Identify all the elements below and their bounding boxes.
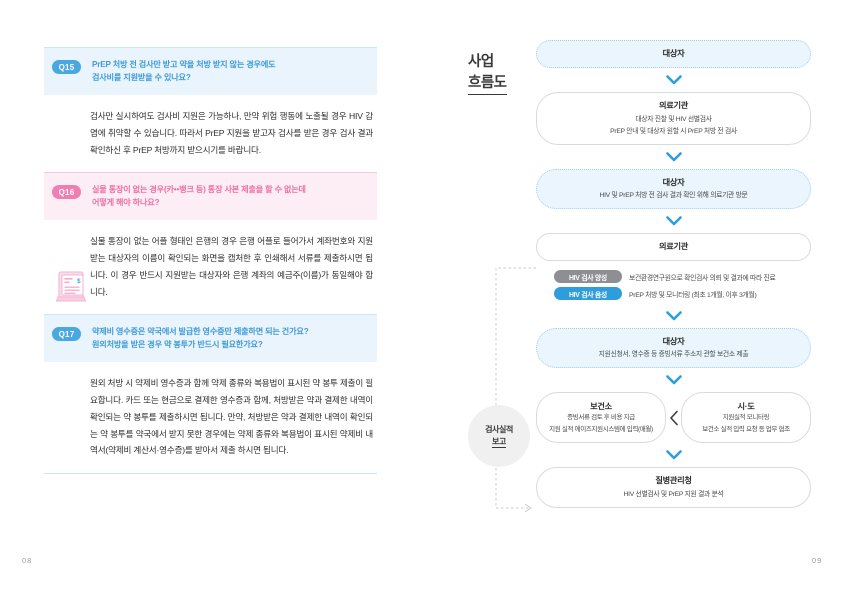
chevron-down-icon <box>536 443 811 467</box>
node-line: PrEP 안내 및 대상자 원할 시 PrEP 처방 전 검사 <box>610 127 737 135</box>
question-line: PrEP 처방 전 검사만 받고 약을 처방 받지 않는 경우에도 <box>92 60 276 69</box>
flow-title: 사업 흐름도 <box>468 52 507 96</box>
flow-node-health-center: 보건소 증빙서류 검토 후 비용 지급 지원 실적 에이즈지원시스템에 입력(매… <box>536 392 666 444</box>
svg-text:$: $ <box>77 278 81 285</box>
chevron-down-icon <box>536 209 811 233</box>
node-line: 보건소 실적 입력 요청 등 업무 협조 <box>702 425 790 433</box>
faq-item-q16: Q16 실물 통장이 없는 경우(카••뱅크 등) 통장 사본 제출을 할 수 … <box>44 172 377 314</box>
question-line: 원외처방을 받은 경우 약 봉투가 반드시 필요한가요? <box>92 339 263 349</box>
report-circle-line1: 검사실적 <box>485 424 513 434</box>
faq-list: Q15 PrEP 처방 전 검사만 받고 약을 처방 받지 않는 경우에도 검사… <box>44 47 377 475</box>
faq-answer-q15: 검사만 실시하여도 검사비 지원은 가능하나, 만약 위험 행동에 노출될 경우… <box>44 95 377 172</box>
flow-column: 대상자 의료기관 대상자 진찰 및 HIV 선별검사 PrEP 안내 및 대상자… <box>536 40 811 508</box>
node-title: 대상자 <box>662 49 685 58</box>
divider <box>44 47 377 48</box>
flow-title-line2: 흐름도 <box>468 73 507 96</box>
flow-node-city-province: 시·도 지원실적 모니터링 보건소 실적 입력 요청 등 업무 협조 <box>681 392 811 444</box>
node-line: 증빙서류 검토 후 비용 지급 <box>567 414 635 422</box>
question-text-q15: PrEP 처방 전 검사만 받고 약을 처방 받지 않는 경우에도 검사비를 지… <box>92 59 276 84</box>
chevron-down-icon <box>536 304 811 328</box>
flow-node-medical-institution-2: 의료기관 <box>536 232 811 262</box>
node-line: 지원신청서, 영수증 등 증빙서류 주소지 관할 보건소 제출 <box>598 351 749 359</box>
flow-node-target-2: 대상자 HIV 및 PrEP 처방 전 검사 결과 확인 위해 의료기관 방문 <box>536 168 811 209</box>
question-line: 약제비 영수증은 약국에서 발급한 영수증만 제출하면 되는 건가요? <box>92 327 309 337</box>
report-circle-line2: 보고 <box>492 436 506 449</box>
faq-item-q15: Q15 PrEP 처방 전 검사만 받고 약을 처방 받지 않는 경우에도 검사… <box>44 47 377 172</box>
question-badge-q15: Q15 <box>52 60 81 74</box>
status-badge-hiv-positive: HIV 검사 양성 <box>554 270 622 284</box>
flow-node-medical-institution-1: 의료기관 대상자 진찰 및 HIV 선별검사 PrEP 안내 및 대상자 원할 … <box>536 92 811 145</box>
test-result-text: PrEP 처방 및 모니터링 (최초 1개월, 이후 3개월) <box>629 291 757 299</box>
flow-title-line1: 사업 <box>468 54 494 70</box>
question-text-q17: 약제비 영수증은 약국에서 발급한 영수증만 제출하면 되는 건가요? 원외처방… <box>92 326 309 351</box>
node-line: 대상자 진찰 및 HIV 선별검사 <box>635 115 712 123</box>
faq-answer-q16: $ 실물 통장이 없는 어플 형태인 은행의 경우 은행 어플로 들어가서 계좌… <box>44 220 377 314</box>
faq-question-header-q16: Q16 실물 통장이 없는 경우(카••뱅크 등) 통장 사본 제출을 할 수 … <box>44 173 377 221</box>
answer-text: 검사만 실시하여도 검사비 지원은 가능하나, 만약 위험 행동에 노출될 경우… <box>90 111 373 155</box>
divider <box>44 473 377 475</box>
page-number-right: 09 <box>812 556 823 565</box>
flow-node-target-1: 대상자 <box>536 40 811 69</box>
flow-node-kdca: 질병관리청 HIV 선별검사 및 PrEP 지원 결과 분석 <box>536 467 811 508</box>
node-line: HIV 및 PrEP 처방 전 검사 결과 확인 위해 의료기관 방문 <box>599 191 748 199</box>
node-title: 보건소 <box>590 402 612 412</box>
flow-pair-row: 보건소 증빙서류 검토 후 비용 지급 지원 실적 에이즈지원시스템에 입력(매… <box>536 392 811 444</box>
report-circle: 검사실적 보고 <box>468 405 530 467</box>
flow-node-target-3: 대상자 지원신청서, 영수증 등 증빙서류 주소지 관할 보건소 제출 <box>536 328 811 369</box>
page-number-left: 08 <box>22 556 33 565</box>
chevron-left-icon <box>667 410 681 426</box>
test-result-row-positive: HIV 검사 양성 보건환경연구원으로 확인검사 의뢰 및 결과에 따라 진료 <box>554 270 811 284</box>
answer-text: 원외 처방 시 약제비 영수증과 함께 약제 종류와 복용법이 표시된 약 봉투… <box>90 378 373 456</box>
test-result-row-negative: HIV 검사 음성 PrEP 처방 및 모니터링 (최초 1개월, 이후 3개월… <box>554 287 811 301</box>
chevron-down-icon <box>536 145 811 169</box>
node-title: 대상자 <box>662 177 685 187</box>
status-badge-hiv-negative: HIV 검사 음성 <box>554 287 622 301</box>
node-line: 지원 실적 에이즈지원시스템에 입력(매월) <box>549 425 653 433</box>
node-title: 대상자 <box>662 337 685 347</box>
faq-question-header-q17: Q17 약제비 영수증은 약국에서 발급한 영수증만 제출하면 되는 건가요? … <box>44 315 377 363</box>
faq-question-header-q15: Q15 PrEP 처방 전 검사만 받고 약을 처방 받지 않는 경우에도 검사… <box>44 48 377 96</box>
node-line: HIV 선별검사 및 PrEP 지원 결과 분석 <box>623 490 724 498</box>
question-badge-q16: Q16 <box>52 185 81 200</box>
node-title: 질병관리청 <box>655 476 692 486</box>
faq-answer-q17: 원외 처방 시 약제비 영수증과 함께 약제 종류와 복용법이 표시된 약 봉투… <box>44 362 377 473</box>
flow-diagram: 사업 흐름도 검사실적 보고 대상자 의료기관 대상자 진찰 및 HIV 선별검… <box>468 40 828 540</box>
test-result-rows: HIV 검사 양성 보건환경연구원으로 확인검사 의뢰 및 결과에 따라 진료 … <box>536 270 811 301</box>
node-title: 의료기관 <box>659 241 688 251</box>
answer-text: 실물 통장이 없는 어플 형태인 은행의 경우 은행 어플로 들어가서 계좌번호… <box>90 236 373 297</box>
divider <box>44 172 377 174</box>
faq-item-q17: Q17 약제비 영수증은 약국에서 발급한 영수증만 제출하면 되는 건가요? … <box>44 314 377 475</box>
chevron-down-icon <box>536 368 811 392</box>
question-line: 검사비를 지원받을 수 있나요? <box>92 72 191 82</box>
question-text-q16: 실물 통장이 없는 경우(카••뱅크 등) 통장 사본 제출을 할 수 없는데 … <box>92 184 306 209</box>
question-badge-q17: Q17 <box>52 327 81 342</box>
chevron-down-icon <box>536 68 811 92</box>
question-line: 어떻게 해야 하나요? <box>92 197 160 207</box>
node-title: 시·도 <box>737 402 755 412</box>
bankbook-icon: $ <box>55 268 87 304</box>
divider <box>44 314 377 316</box>
node-title: 의료기관 <box>659 101 688 111</box>
node-line: 지원실적 모니터링 <box>722 414 770 422</box>
question-line: 실물 통장이 없는 경우(카••뱅크 등) 통장 사본 제출을 할 수 없는데 <box>92 185 306 195</box>
test-result-text: 보건환경연구원으로 확인검사 의뢰 및 결과에 따라 진료 <box>629 274 776 282</box>
